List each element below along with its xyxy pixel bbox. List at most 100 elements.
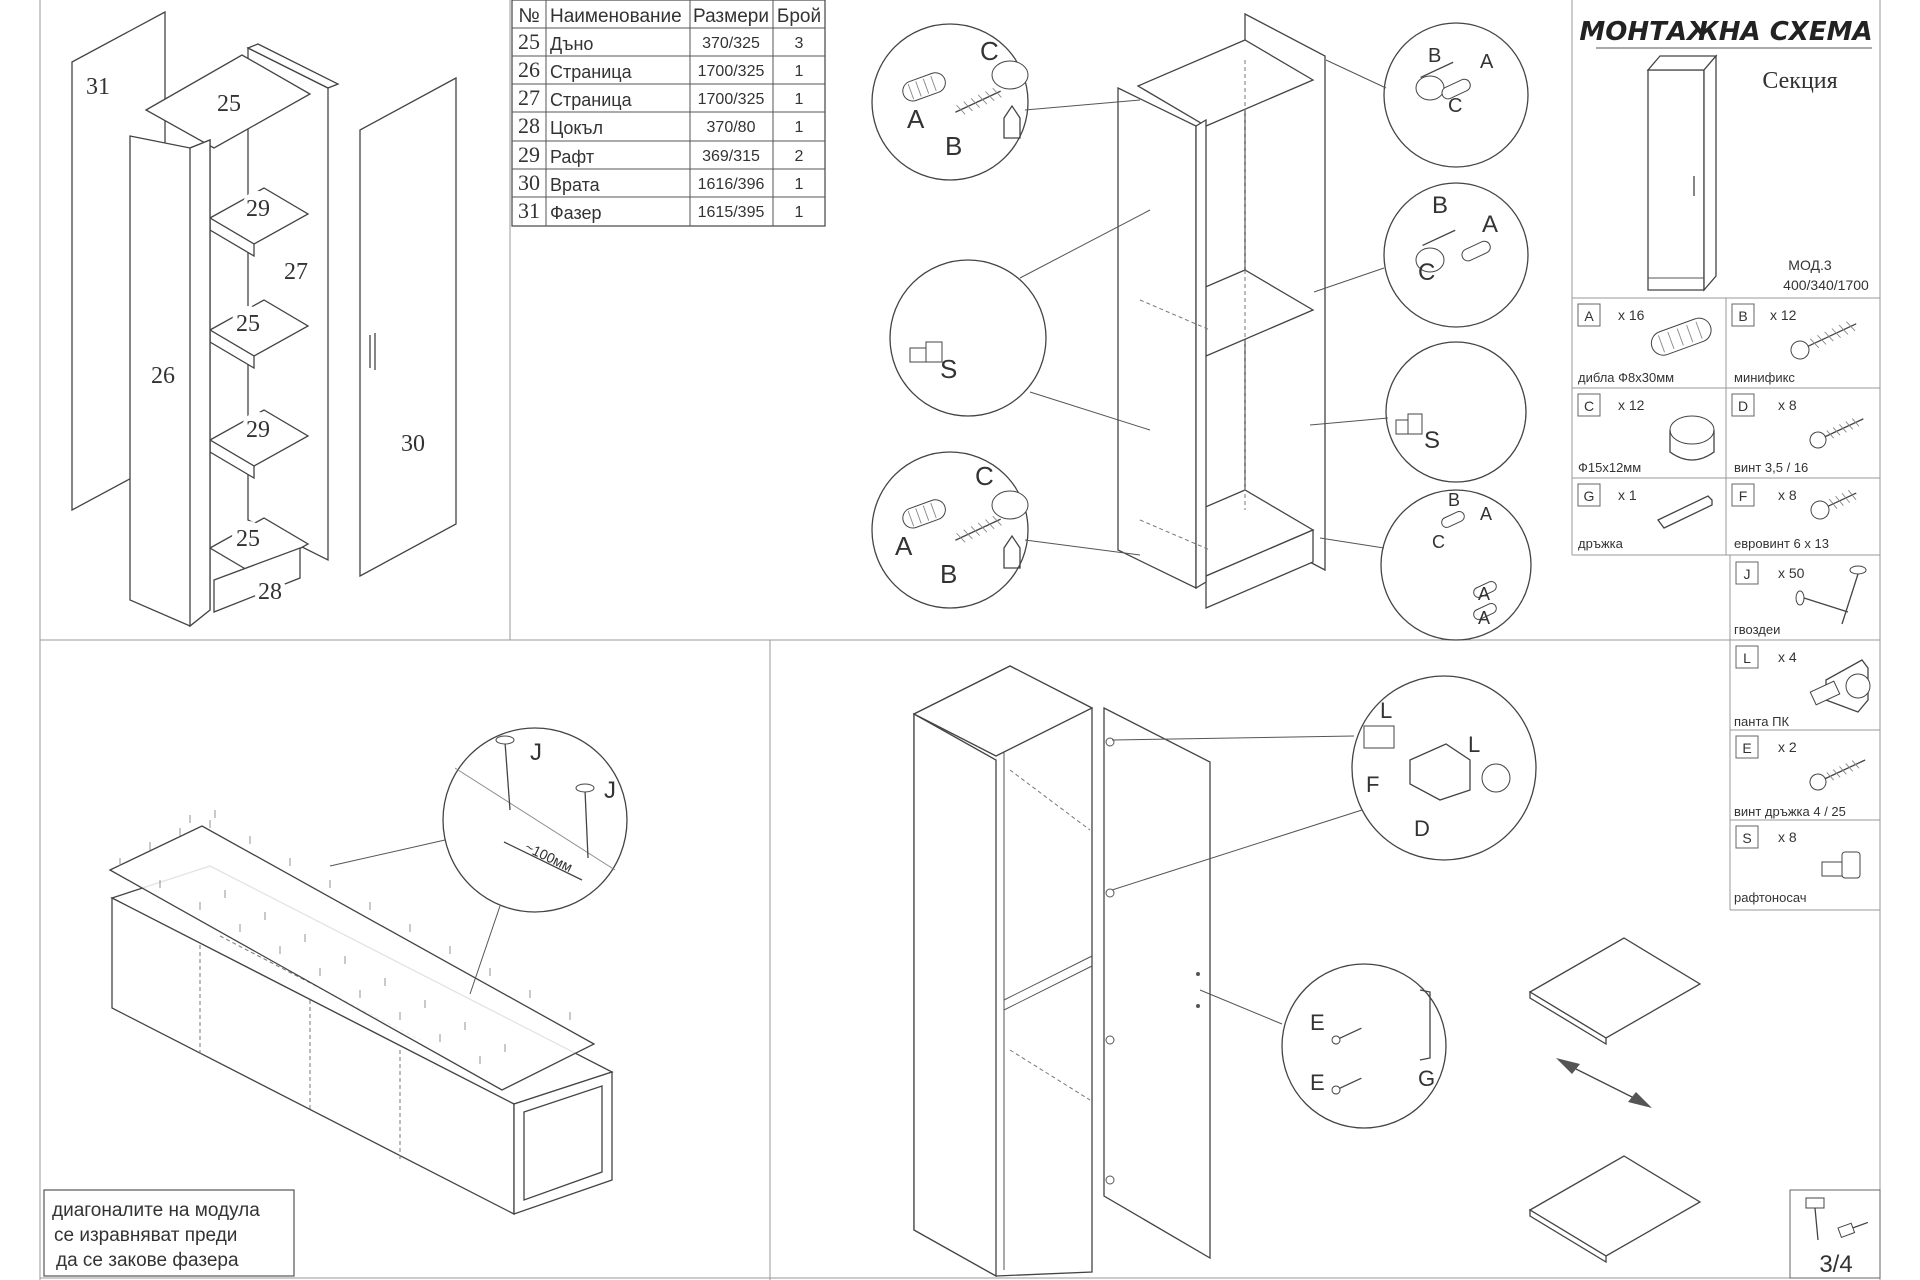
- hardware-label-A: дибла Ф8х30мм: [1578, 370, 1674, 385]
- euro-screw-icon: [1810, 489, 1857, 520]
- carcass-top: [1136, 39, 1315, 127]
- hardware-code-S: S: [1742, 830, 1751, 846]
- detail-letter-A: A: [895, 531, 913, 561]
- table-row-size: 370/325: [702, 35, 760, 52]
- plinth: [213, 547, 301, 613]
- note-line-2: се изравняват преди: [54, 1225, 237, 1246]
- table-header-qty: Брой: [777, 6, 821, 27]
- table-row-qty: 1: [795, 204, 804, 221]
- table-row-qty: 3: [795, 35, 804, 52]
- part-label-29a: 29: [242, 191, 274, 223]
- note-line-3: да се закове фазера: [56, 1250, 239, 1271]
- hardware-label-B: минификс: [1734, 370, 1795, 385]
- detail-letter-B: B: [945, 131, 962, 161]
- cabinet-door: [1103, 706, 1211, 1260]
- hardware-code-E: E: [1742, 740, 1751, 756]
- nail-icon: [1795, 565, 1867, 625]
- part-number-25-bottom: 25: [236, 526, 260, 552]
- table-row-qty: 1: [795, 63, 804, 80]
- detail-letter-A: A: [1478, 608, 1490, 628]
- part-label-27: 27: [280, 254, 312, 286]
- hardware-label-E: винт дръжка 4 / 25: [1734, 804, 1846, 819]
- note-line-1: диагоналите на модула: [52, 1200, 260, 1221]
- table-row-qty: 2: [795, 148, 804, 165]
- back-panel-nailing: J J ~100мм диагоналите на модула се изра…: [43, 727, 628, 1277]
- hardware-qty-F: x 8: [1778, 487, 1797, 503]
- hardware-label-L: панта ПК: [1734, 714, 1789, 729]
- part-label-29b: 29: [242, 412, 274, 444]
- hardware-qty-L: x 4: [1778, 649, 1797, 665]
- shelf-support-icon: [1821, 851, 1861, 879]
- table-row-size: 1615/395: [698, 204, 765, 221]
- table-row-name: Страница: [550, 90, 633, 110]
- table-header-size: Размери: [693, 6, 769, 27]
- table-row-no: 28: [518, 113, 540, 138]
- hardware-qty-D: x 8: [1778, 397, 1797, 413]
- drawing-subtitle: Секция: [1762, 68, 1837, 94]
- part-number-29-lower: 29: [246, 417, 270, 443]
- detail-letter-G: G: [1418, 1066, 1435, 1091]
- detail-letter-C: C: [1432, 532, 1445, 552]
- table-row-name: Дъно: [550, 34, 593, 54]
- hardware-qty-G: x 1: [1618, 487, 1637, 503]
- detail-letter-B: B: [940, 559, 957, 589]
- detail-letter-E: E: [1310, 1010, 1325, 1035]
- table-row-qty: 1: [795, 91, 804, 108]
- wood-screw-icon: [1809, 418, 1864, 449]
- dowel-insert-icon: [1837, 1221, 1869, 1239]
- table-row-qty: 1: [795, 176, 804, 193]
- detail-letter-B: B: [1428, 45, 1441, 67]
- detail-letter-F: F: [1366, 772, 1379, 797]
- hardware-list: A x 16 дибла Ф8х30мм B x 12 минификс C x…: [1572, 298, 1880, 911]
- fiberboard-sheet: [108, 825, 596, 1091]
- table-row-no: 31: [518, 198, 540, 223]
- model-dimensions: 400/340/1700: [1783, 277, 1869, 293]
- table-row-qty: 1: [795, 119, 804, 136]
- part-label-30: 30: [397, 426, 429, 458]
- detail-letter-S: S: [1424, 427, 1440, 454]
- hardware-label-D: винт 3,5 / 16: [1734, 460, 1808, 475]
- table-row-name: Страница: [550, 62, 633, 82]
- handle-icon: [1657, 495, 1713, 529]
- handle-screw-icon: [1809, 759, 1866, 791]
- hinge-icon: [1809, 659, 1871, 713]
- table-row-size: 1700/325: [698, 91, 765, 108]
- hardware-qty-J: x 50: [1778, 565, 1805, 581]
- detail-letter-C: C: [975, 461, 994, 491]
- carcass-left-side: [1117, 86, 1197, 590]
- hammer-icon: [1805, 1197, 1825, 1241]
- minifix-bolt-icon: [1790, 321, 1857, 360]
- hardware-code-D: D: [1738, 398, 1748, 414]
- table-row-name: Фазер: [550, 203, 602, 223]
- part-number-25-middle: 25: [236, 311, 260, 337]
- table-header-name: Наименование: [550, 6, 682, 27]
- table-row-name: Врата: [550, 175, 601, 195]
- hardware-qty-E: x 2: [1778, 739, 1797, 755]
- hardware-code-J: J: [1744, 566, 1751, 582]
- detail-letter-D: D: [1414, 816, 1430, 841]
- detail-letter-E: E: [1310, 1070, 1325, 1095]
- detail-letter-A: A: [1480, 51, 1494, 73]
- detail-letter-S: S: [940, 354, 957, 384]
- hardware-code-C: C: [1584, 398, 1594, 414]
- table-row-no: 26: [518, 57, 540, 82]
- part-number-29-upper: 29: [246, 196, 270, 222]
- detail-letter-A: A: [1482, 211, 1498, 238]
- part-number-30: 30: [401, 431, 425, 457]
- nail-spacing-label: ~100мм: [523, 838, 576, 875]
- part-label-25c: 25: [232, 521, 264, 553]
- hardware-qty-A: x 16: [1618, 307, 1645, 323]
- detail-letter-L: L: [1380, 698, 1392, 723]
- hardware-code-F: F: [1739, 488, 1748, 504]
- hardware-qty-C: x 12: [1618, 397, 1645, 413]
- model-code: МОД.3: [1788, 257, 1832, 273]
- detail-letter-C: C: [1418, 259, 1435, 286]
- part-label-25b: 25: [232, 306, 264, 338]
- page-stamp: 3/4: [1789, 1189, 1881, 1279]
- detail-letter-A: A: [1478, 584, 1490, 604]
- hardware-qty-B: x 12: [1770, 307, 1797, 323]
- parts-table: № Наименование Размери Брой 25 Дъно 370/…: [511, 0, 826, 227]
- part-number-26: 26: [151, 363, 175, 389]
- detail-letter-A: A: [1480, 504, 1492, 524]
- part-label-31: 31: [82, 69, 114, 101]
